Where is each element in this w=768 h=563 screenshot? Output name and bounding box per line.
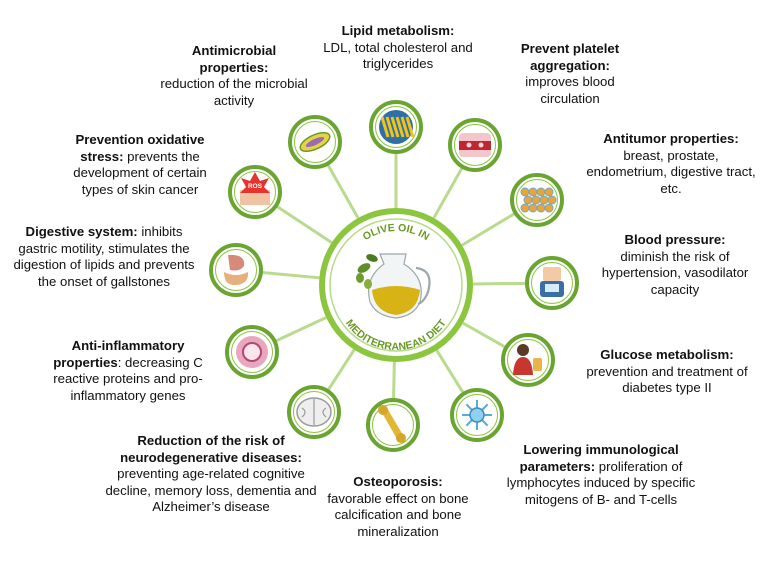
label-antitumor-text: breast, prostate, endometrium, digestive…: [586, 147, 756, 196]
label-antiinflam-text: : decreasing C reactive proteins and pro…: [53, 354, 203, 403]
spoke-platelet: [432, 166, 465, 219]
spoke-bp: [472, 281, 528, 286]
ros-skin-icon: ROS: [240, 172, 270, 205]
node-osteo: [366, 398, 420, 452]
label-bp-text: diminish the risk of hypertension, vasod…: [601, 248, 749, 297]
immune-cell-icon: [462, 400, 492, 430]
spoke-osteo: [392, 361, 396, 401]
label-bp-title: Blood pressure:: [624, 232, 726, 247]
nodes: ROS: [209, 100, 579, 452]
tumor-cells-icon: [520, 187, 557, 213]
spoke-neuro: [326, 348, 356, 392]
label-lipid: Lipid metabolism: LDL, total cholesterol…: [318, 23, 478, 73]
node-antiinflam: [225, 325, 279, 379]
label-platelet: Prevent platelet aggregation: improves b…: [500, 41, 640, 107]
node-antimicrobial: [288, 115, 342, 169]
bacterium-icon: [299, 131, 331, 153]
spoke-antiinflam: [274, 316, 327, 343]
lipid-molecules-icon: [379, 110, 415, 144]
label-lipid-text: LDL, total cholesterol and triglycerides: [323, 39, 473, 72]
node-antitumor: [510, 173, 564, 227]
label-osteo-title: Osteoporosis:: [353, 474, 443, 489]
label-oxidative: Prevention oxidative stress: prevents th…: [60, 132, 220, 198]
label-glucose: Glucose metabolism: prevention and treat…: [572, 347, 762, 397]
spoke-antitumor: [461, 211, 517, 247]
label-antitumor: Antitumor properties: breast, prostate, …: [585, 131, 757, 197]
label-neuro: Reduction of the risk of neurodegenerati…: [104, 433, 318, 516]
label-digestive: Digestive system: inhibits gastric motil…: [6, 224, 202, 290]
olive-oil-jug-icon: [356, 253, 431, 319]
center-hub: OLIVE OIL IN MEDITERRANEAN DIET: [319, 208, 473, 362]
node-neuro: [287, 385, 341, 439]
label-neuro-text: preventing age-related cognitive decline…: [105, 466, 317, 514]
brain-icon: [296, 397, 332, 427]
label-osteo: Osteoporosis: favorable effect on bone c…: [320, 474, 476, 540]
blood-pressure-monitor-icon: [540, 267, 564, 297]
label-glucose-title: Glucose metabolism:: [600, 347, 734, 362]
bone-icon: [378, 405, 406, 443]
label-immuno: Lowering immunological parameters: proli…: [496, 442, 706, 508]
label-lipid-title: Lipid metabolism:: [341, 23, 455, 38]
digestive-organs-icon: [224, 254, 249, 286]
inflamed-vessel-icon: [236, 336, 268, 368]
node-bp: [525, 256, 579, 310]
label-antimicrobial-title: Antimicrobial properties:: [191, 43, 277, 75]
label-oxidative-text: prevents the development of certain type…: [73, 148, 207, 197]
node-oxidative: ROS: [228, 165, 282, 219]
label-antiinflam-title: Anti-inflammatory properties: [53, 338, 185, 370]
spoke-antimicrobial: [326, 163, 360, 219]
spoke-oxidative: [275, 204, 333, 244]
spoke-immuno: [435, 349, 466, 395]
label-digestive-title: Digestive system:: [25, 224, 138, 239]
label-glucose-text: prevention and treatment of diabetes typ…: [586, 363, 748, 396]
label-antiinflam: Anti-inflammatory properties: decreasing…: [40, 338, 216, 404]
label-bp: Blood pressure: diminish the risk of hyp…: [600, 232, 750, 298]
label-immuno-title: Lowering immunological parameters:: [519, 442, 679, 474]
node-lipid: [369, 100, 423, 154]
node-digestive: [209, 243, 263, 297]
label-antimicrobial: Antimicrobial properties: reduction of t…: [160, 43, 308, 109]
glucose-meter-person-icon: [513, 344, 542, 375]
label-oxidative-title: Prevention oxidative stress:: [75, 132, 205, 164]
node-glucose: [501, 333, 555, 387]
label-antitumor-title: Antitumor properties:: [603, 131, 739, 146]
label-neuro-title: Reduction of the risk of neurodegenerati…: [120, 433, 302, 465]
spokes: [260, 152, 528, 401]
label-immuno-text: proliferation of lymphocytes induced by …: [506, 458, 696, 507]
spoke-digestive: [260, 270, 320, 280]
label-digestive-text: inhibits gastric motility, stimulates th…: [13, 224, 195, 289]
label-osteo-text: favorable effect on bone calcification a…: [327, 490, 469, 539]
label-antimicrobial-text: reduction of the microbial activity: [160, 76, 308, 108]
blood-vessel-icon: [459, 133, 491, 157]
node-platelet: [448, 118, 502, 172]
spoke-glucose: [462, 321, 508, 349]
node-immuno: [450, 388, 504, 442]
ros-label: ROS: [248, 183, 263, 190]
label-platelet-text: improves blood circulation: [525, 74, 615, 106]
label-platelet-title: Prevent platelet aggregation:: [520, 41, 620, 73]
